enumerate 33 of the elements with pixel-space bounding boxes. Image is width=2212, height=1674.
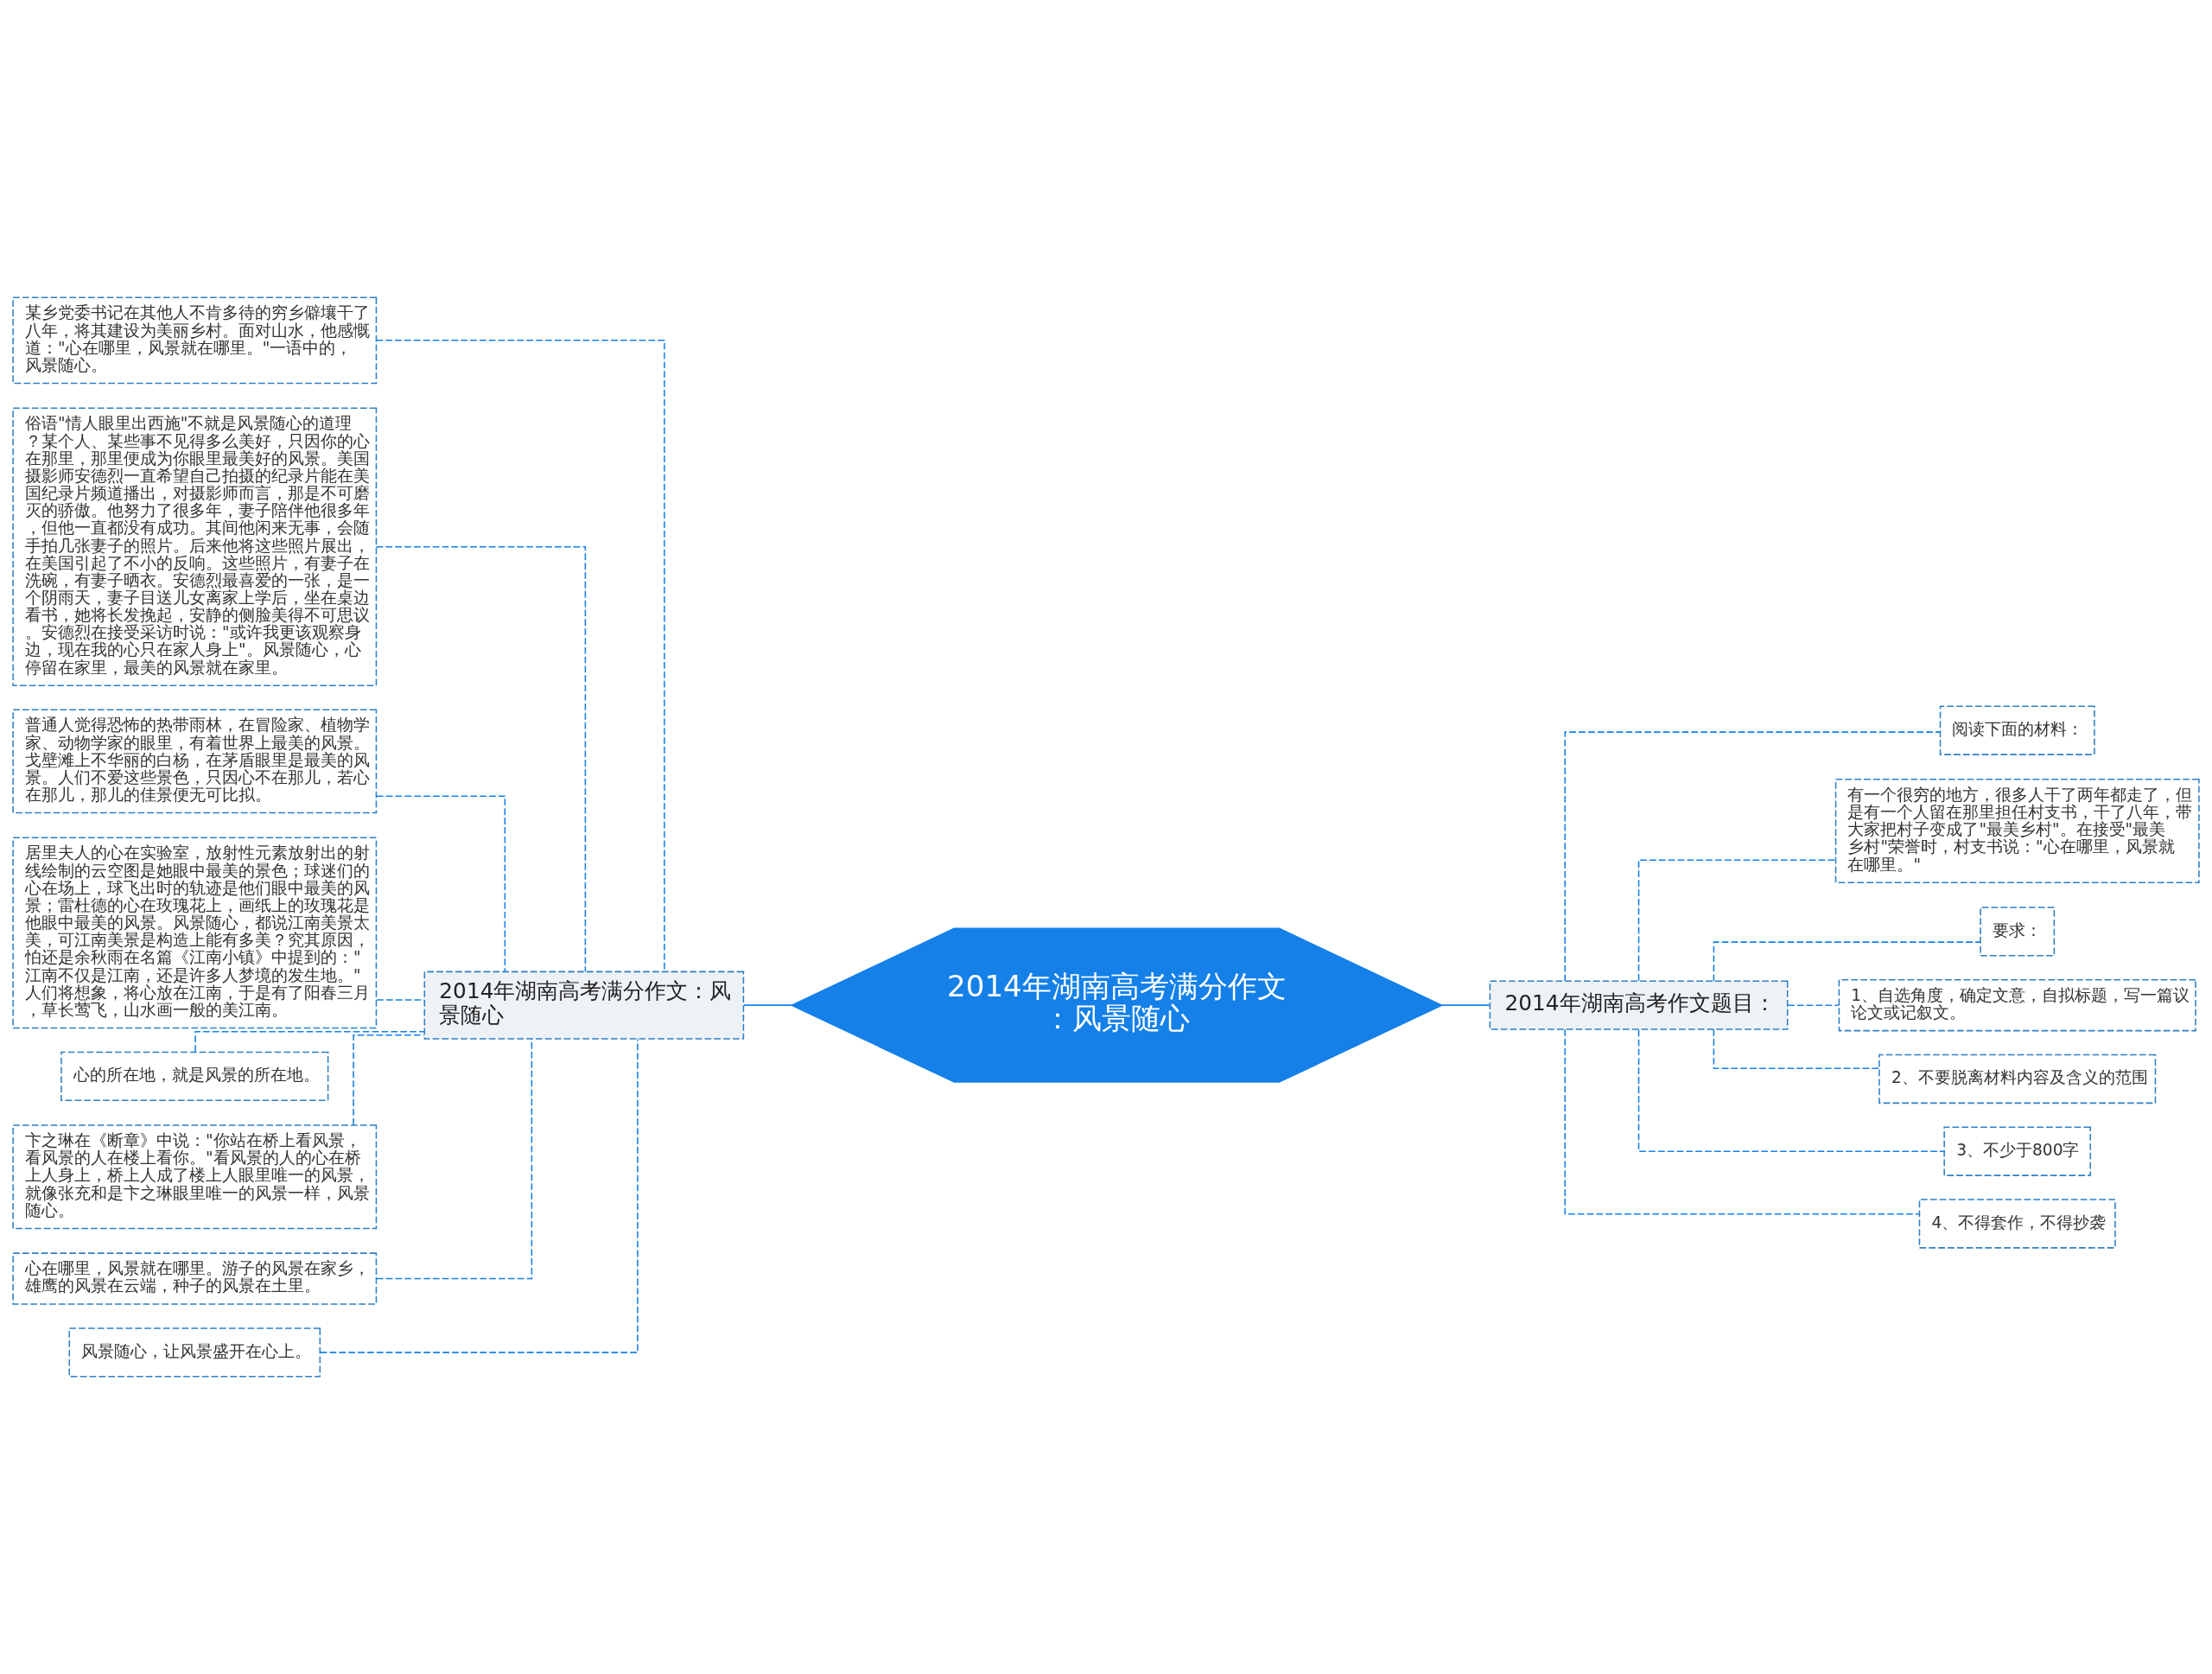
connector <box>742 1004 793 1007</box>
node-box: 2014年湖南高考作文题目： <box>1489 980 1789 1030</box>
node-box: 4、不得套作，不得抄袭 <box>1918 1199 2116 1249</box>
connector <box>1637 859 1836 982</box>
node-box: 俗语"情人眼里出西施"不就是风景随心的道理？某个人、某些事不见得多么美好，只因你的心在那里，那里便成为你眼里最美好的风景。美国摄影师安德烈一直希望自己拍摄的纪录片能在美国纪录片频道播出，对摄影师而言，那是不可磨灭的骄傲。他努力了很多年，妻子陪伴他很多年，但他一直都没有成功。其间他闲来无事，会随手拍几张妻子的照片。后来他将这些照片展出，在美国引起了不小的反响。这些照片，有妻子在洗碗，有妻子晒衣。安德烈最喜爱的一张，是一个阴雨天，妻子目送儿女离家上学后，坐在桌边看书，她将长发挽起，安静的侧脸美得不可思议。安德烈在接受采访时说："或许我更该观察身边，现在我的心只在家人身上"。风景随心，心停留在家里，最美的风景就在家里。 <box>12 407 378 686</box>
node-box: 卞之琳在《断章》中说："你站在桥上看风景，看风景的人在楼上看你。"看风景的人的心在桥上人身上，桥上人成了楼上人眼里唯一的风景，就像张充和是卞之琳眼里唯一的风景一样，风景随心。 <box>12 1124 378 1230</box>
connector <box>1440 1004 1491 1007</box>
connector <box>375 340 665 972</box>
node-box: 2014年湖南高考满分作文：风景随心 <box>423 971 745 1040</box>
node-box: 心的所在地，就是风景的所在地。 <box>60 1051 329 1102</box>
node-box: 2、不要脱离材料内容及含义的范围 <box>1878 1053 2157 1104</box>
node-box: 心在哪里，风景就在哪里。游子的风景在家乡，雄鹰的风景在云端，种子的风景在土里。 <box>12 1252 378 1305</box>
node-box: 3、不少于800字 <box>1943 1126 2091 1176</box>
connector <box>1564 731 1942 982</box>
connector <box>1637 1029 1945 1152</box>
node-box: 阅读下面的材料： <box>1939 705 2095 755</box>
node-box: 居里夫人的心在实验室，放射性元素放射出的射线绘制的云空图是她眼中最美的景色；球迷们的心在场上，球飞出时的轨迹是他们眼中最美的风景；雷杜德的心在玫瑰花上，画纸上的玫瑰花是他眼中最美的风景。风景随心，都说江南美景太美，可江南美景是构造上能有多美？究其原因，怕还是余秋雨在名篇《江南小镇》中提到的："江南不仅是江南，还是许多人梦境的发生地。"人们将想象，将心放在江南，于是有了阳春三月，草长莺飞，山水画一般的美江南。 <box>12 837 378 1029</box>
connector <box>375 1038 533 1280</box>
node-box: 风景随心，让风景盛开在心上。 <box>68 1327 321 1378</box>
node-box: 有一个很穷的地方，很多人干了两年都走了，但是有一个人留在那里担任村支书，干了八年，带大家把村子变成了"最美乡村"。在接受"最美乡村"荣誉时，村支书说："心在哪里，风景就在哪里。" <box>1834 779 2200 883</box>
connector <box>1713 1028 1880 1069</box>
node-box: 普通人觉得恐怖的热带雨林，在冒险家、植物学家、动物学家的眼里，有着世界上最美的风景。戈壁滩上不华丽的白杨，在茅盾眼里是最美的风景。人们不爱这些景色，只因心不在那儿，若心在那儿，那儿的佳景便无可比拟。 <box>12 709 378 814</box>
connector <box>375 795 506 973</box>
connector <box>376 999 425 1001</box>
connector <box>1713 941 1981 982</box>
connector <box>1787 1004 1840 1006</box>
connector <box>353 1034 425 1126</box>
node-box: 某乡党委书记在其他人不肯多待的穷乡僻壤干了八年，将其建设为美丽乡村。面对山水，他感慨道："心在哪里，风景就在哪里。"一语中的，风景随心。 <box>12 296 378 385</box>
node-box: 1、自选角度，确定文意，自拟标题，写一篇议论文或记叙文。 <box>1838 978 2196 1032</box>
node-box: 要求： <box>1980 907 2056 957</box>
connector <box>375 545 587 972</box>
connector <box>320 1038 639 1353</box>
connector <box>1564 1028 1920 1215</box>
